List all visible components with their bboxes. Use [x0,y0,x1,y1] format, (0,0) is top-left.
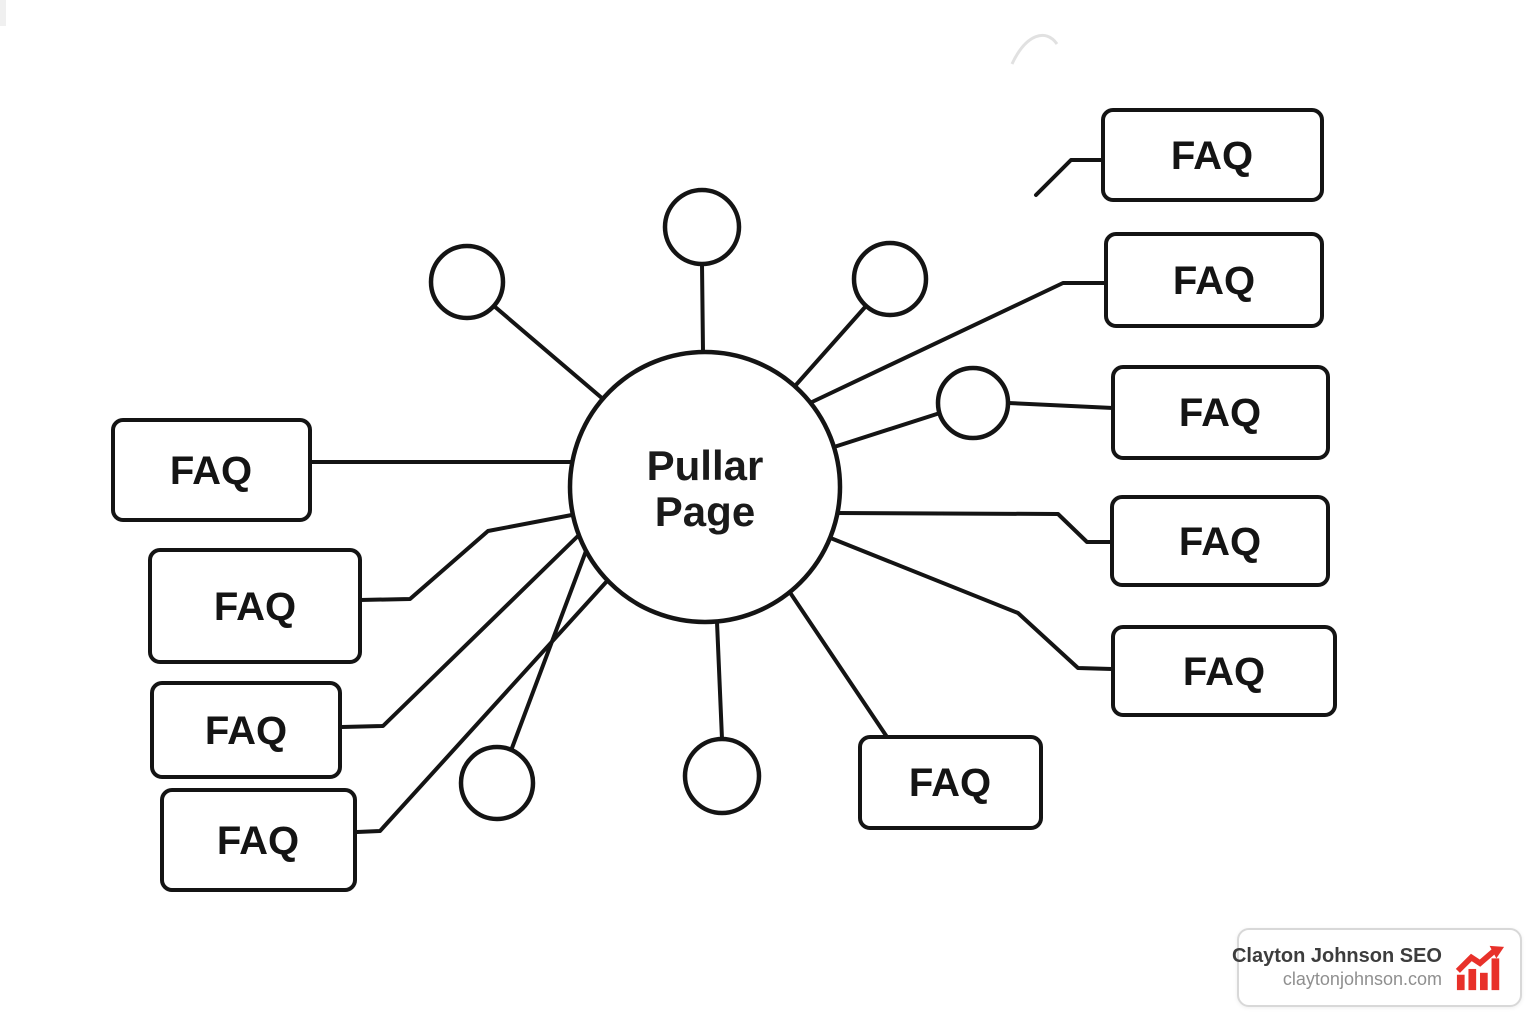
connector-faq-right-2 [810,281,1108,404]
faq-box-label: FAQ [217,819,299,863]
faq-box-label: FAQ [205,709,287,753]
central-topic-circle [567,349,843,625]
sketch-squiggle [1010,33,1059,65]
connector-faq-right-4 [833,511,1114,544]
sketch-smudge [0,0,6,26]
faq-box-rect [1111,365,1330,460]
faq-box-rect [1110,495,1330,587]
connector-faq-left-2 [358,512,579,602]
brand-text-block: Clayton Johnson SEO claytonjohnson.com [1232,945,1442,990]
faq-box-rect [160,788,357,892]
node-circle-top [662,187,742,267]
brand-badge: Clayton Johnson SEO claytonjohnson.com [1232,928,1522,1007]
faq-box-label: FAQ [1179,391,1261,435]
faq-box-label: FAQ [1173,259,1255,303]
faq-box-right-5: FAQ [1111,625,1337,717]
faq-box-label: FAQ [1183,650,1265,694]
faq-box-left-4: FAQ [160,788,357,892]
faq-box-label: FAQ [1171,134,1253,178]
faq-box-right-1: FAQ [1101,108,1324,202]
faq-box-left-3: FAQ [150,681,342,779]
central-topic-label-line1: Pullar [647,442,764,489]
faq-box-rect [1111,625,1337,717]
faq-box-right-4: FAQ [1110,495,1330,587]
connector-faq-right-1 [1034,158,1105,197]
faq-box-rect [1104,232,1324,328]
connector-bottom-left-circle [510,549,588,750]
connector-bottom-mid-circle [715,620,724,741]
faq-box-rect [150,681,342,779]
connector-faq-right-5 [826,535,1114,671]
central-topic-node: Pullar Page [567,349,843,625]
node-circle-upper-right [851,240,929,318]
faq-box-rect [111,418,312,522]
faq-box-rect [1101,108,1324,202]
faq-box-right-2: FAQ [1104,232,1324,328]
connector-mid-right-circle-to-box [1006,401,1115,410]
empty-node-circles [428,187,1011,822]
faq-box-bottom-1: FAQ [858,735,1043,830]
connector-faq-left-4 [355,578,610,834]
connector-top-circle [700,262,705,354]
faq-box-rect [858,735,1043,830]
faq-box-left-1: FAQ [111,418,312,522]
faq-box-label: FAQ [170,449,252,493]
brand-url: claytonjohnson.com [1282,968,1442,989]
node-circle-bottom-left [458,744,536,822]
connector-upper-right-circle [793,304,868,388]
faq-box-label: FAQ [909,761,991,805]
connector-upper-left-circle [492,304,605,401]
node-circle-upper-left [428,243,506,321]
connector-faq-left-3 [340,531,583,729]
connector-lines [308,158,1115,834]
faq-box-left-2: FAQ [148,548,362,664]
brand-title: Clayton Johnson SEO [1231,945,1442,968]
connector-mid-right-circle-inner [832,411,942,449]
faq-box-label: FAQ [1179,520,1261,564]
connector-faq-bottom-1 [787,589,889,739]
trending-up-bar-chart-icon [1455,945,1505,990]
faq-box-label: FAQ [214,585,296,629]
node-circle-bottom-mid [682,736,762,816]
faq-box-right-3: FAQ [1111,365,1330,460]
central-topic-label-line2: Page [655,488,755,535]
faq-box-rect [148,548,362,664]
node-circle-mid-right [935,365,1011,441]
